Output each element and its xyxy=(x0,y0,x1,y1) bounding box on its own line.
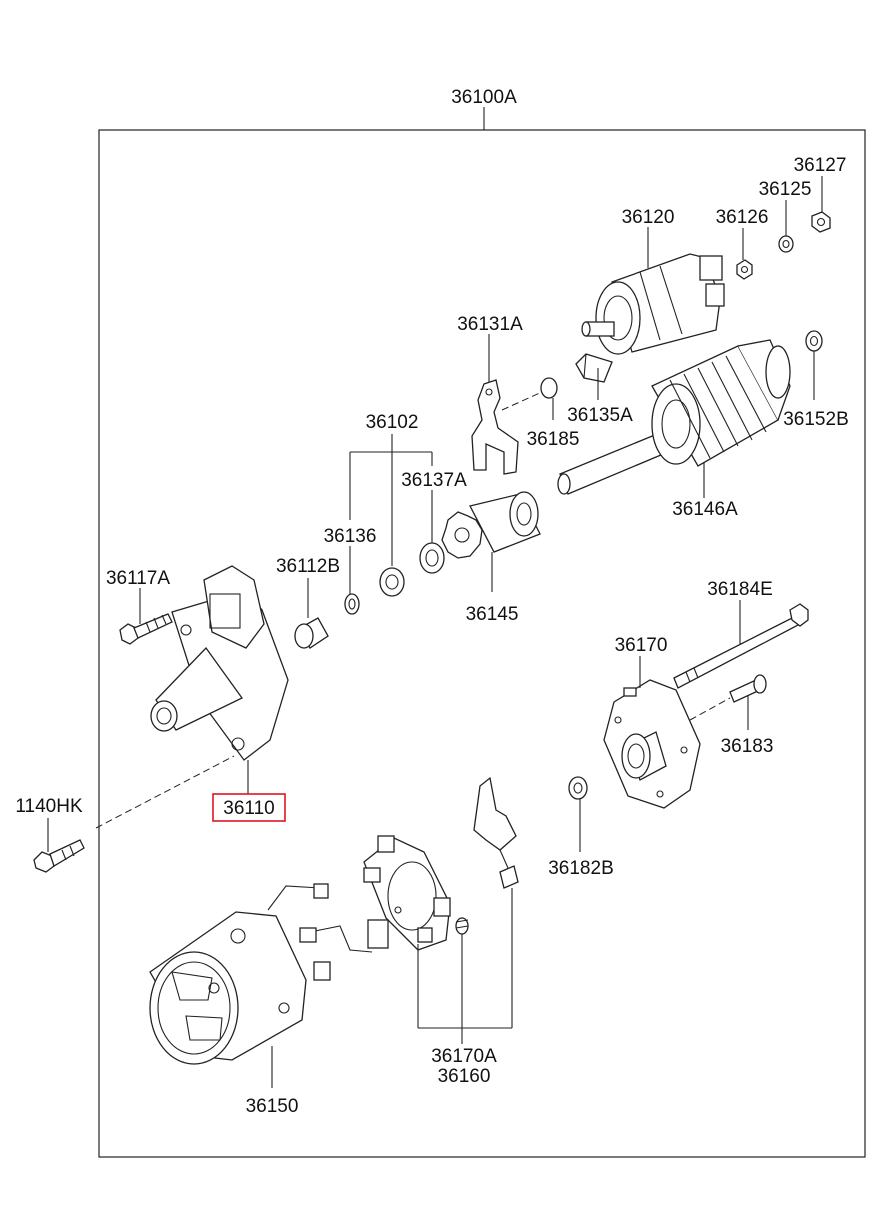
label-36112B[interactable]: 36112B xyxy=(276,556,340,577)
bolt-36117A xyxy=(119,613,173,645)
label-36145[interactable]: 36145 xyxy=(466,604,519,625)
armature-36146A xyxy=(557,339,791,495)
label-36131A[interactable]: 36131A xyxy=(457,314,523,335)
label-36152B[interactable]: 36152B xyxy=(783,409,849,430)
nut-36127 xyxy=(811,211,831,233)
bush-36152B xyxy=(805,330,823,352)
assembly-label[interactable]: 36100A xyxy=(451,87,517,108)
brush-spring-36170A xyxy=(455,917,469,935)
pinion-clutch-36145 xyxy=(441,491,541,559)
label-1140HK[interactable]: 1140HK xyxy=(15,796,83,817)
through-bolt-36184E xyxy=(673,603,809,689)
label-36135A[interactable]: 36135A xyxy=(567,405,633,426)
through-bolt-axis xyxy=(95,755,235,829)
label-36136[interactable]: 36136 xyxy=(324,526,377,547)
label-36125[interactable]: 36125 xyxy=(759,179,812,200)
rear-bracket-36170 xyxy=(603,679,701,809)
label-36137A[interactable]: 36137A xyxy=(401,470,467,491)
nut-36126 xyxy=(736,259,753,280)
stop-ring-36137A xyxy=(419,542,445,574)
label-36127[interactable]: 36127 xyxy=(794,155,847,176)
label-36146A[interactable]: 36146A xyxy=(672,499,738,520)
rubber-plug-36185 xyxy=(540,377,558,399)
label-36184E[interactable]: 36184E xyxy=(707,579,773,600)
label-36170[interactable]: 36170 xyxy=(615,635,668,656)
shift-lever-axis xyxy=(501,391,543,411)
collar-36102 xyxy=(379,567,405,597)
snap-ring-36136 xyxy=(344,593,360,615)
screw-axis xyxy=(689,697,731,721)
brush-clip xyxy=(473,776,519,889)
brush-holder-36160 xyxy=(363,835,451,951)
assembly-frame xyxy=(98,129,866,1158)
plunger-clip-36135A xyxy=(575,353,613,383)
drive-housing-36110 xyxy=(150,565,289,761)
label-36117A[interactable]: 36117A xyxy=(106,568,170,589)
bolt-1140HK xyxy=(33,839,85,873)
washer-36125 xyxy=(778,235,794,253)
label-36150[interactable]: 36150 xyxy=(246,1096,299,1117)
label-36170A[interactable]: 36170A xyxy=(431,1046,497,1067)
label-36102[interactable]: 36102 xyxy=(366,412,419,433)
solenoid-switch-36120 xyxy=(581,253,725,355)
label-36185[interactable]: 36185 xyxy=(527,429,580,450)
bush-36182B xyxy=(568,776,588,800)
label-36110[interactable]: 36110 xyxy=(223,798,274,819)
shift-lever-36131A xyxy=(471,379,519,475)
bush-36112B xyxy=(294,617,329,649)
screw-36183 xyxy=(729,674,767,703)
label-36183[interactable]: 36183 xyxy=(721,736,774,757)
highlight-box-36110 xyxy=(212,793,286,822)
label-36120[interactable]: 36120 xyxy=(622,207,675,228)
label-36182B[interactable]: 36182B xyxy=(548,858,614,879)
yoke-36150 xyxy=(149,883,389,1065)
label-36126[interactable]: 36126 xyxy=(716,207,769,228)
label-36160[interactable]: 36160 xyxy=(438,1066,491,1087)
